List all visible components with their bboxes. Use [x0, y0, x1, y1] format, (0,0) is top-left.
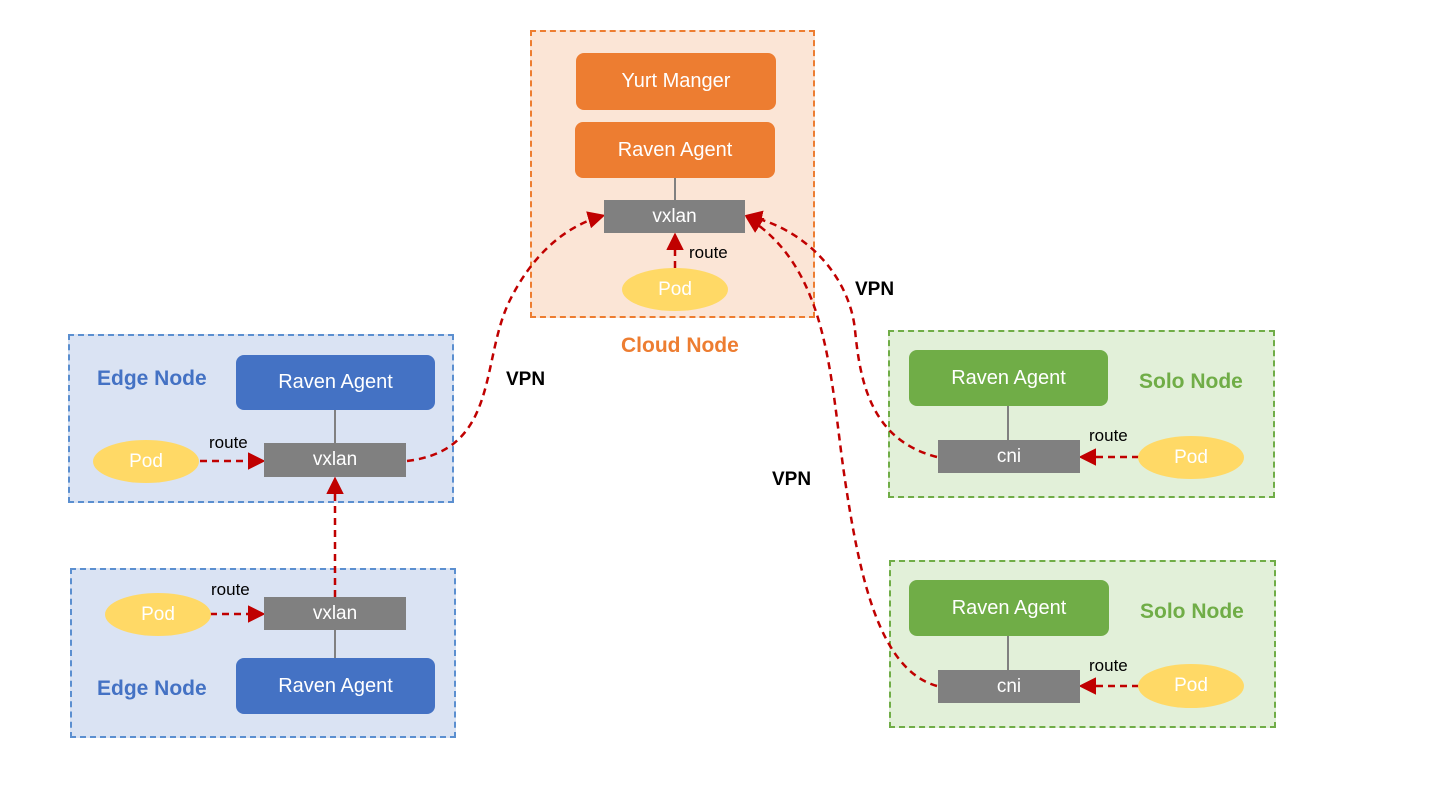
edge1-raven-agent-box: Raven Agent — [236, 355, 435, 410]
vpn-label-edge: VPN — [506, 369, 546, 390]
yurt-manager-box: Yurt Manger — [576, 53, 776, 110]
vpn-label-solo2: VPN — [772, 469, 812, 490]
edge2-route-label: route — [211, 580, 250, 599]
cloud-node-label: Cloud Node — [621, 334, 739, 357]
edge2-raven-agent-box: Raven Agent — [236, 658, 435, 714]
edge1-route-label: route — [209, 433, 248, 452]
cloud-raven-agent-box: Raven Agent — [575, 122, 775, 178]
solo2-raven-agent-box: Raven Agent — [909, 580, 1109, 636]
solo1-raven-agent-box: Raven Agent — [909, 350, 1108, 406]
edge1-vxlan-interface: vxlan — [264, 443, 406, 477]
solo2-pod: Pod — [1138, 664, 1244, 708]
edge2-vxlan-interface: vxlan — [264, 597, 406, 630]
vpn-label-solo1: VPN — [855, 279, 895, 300]
solo-node-1-label: Solo Node — [1139, 370, 1243, 393]
solo2-cni-interface: cni — [938, 670, 1080, 703]
solo1-pod: Pod — [1138, 436, 1244, 479]
edge1-pod: Pod — [93, 440, 199, 483]
cloud-pod: Pod — [622, 268, 728, 311]
cloud-route-label: route — [689, 243, 728, 262]
cloud-vxlan-interface: vxlan — [604, 200, 745, 233]
solo2-route-label: route — [1089, 656, 1128, 675]
solo-node-2-label: Solo Node — [1140, 600, 1244, 623]
solo1-cni-interface: cni — [938, 440, 1080, 473]
solo1-route-label: route — [1089, 426, 1128, 445]
edge2-pod: Pod — [105, 593, 211, 636]
edge-node-2-label: Edge Node — [97, 677, 207, 700]
edge-node-1-label: Edge Node — [97, 367, 207, 390]
